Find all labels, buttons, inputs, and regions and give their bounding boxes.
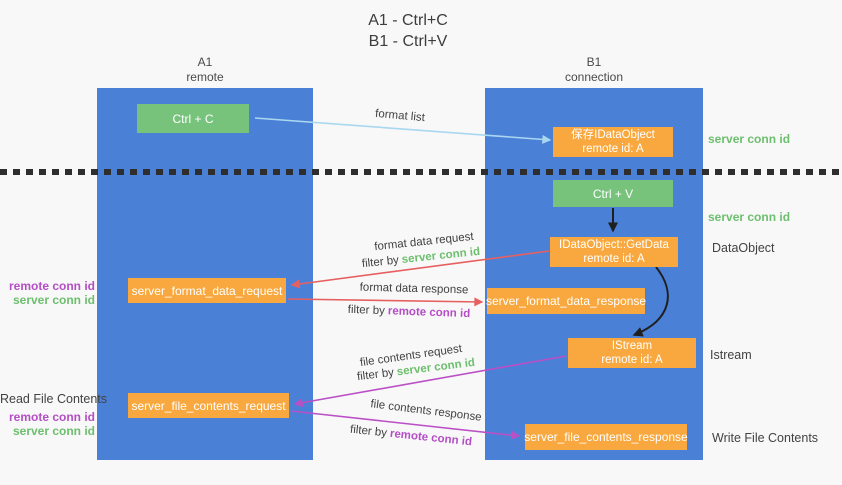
node-server-format-data-response: server_format_data_response [485, 288, 647, 314]
side-label-server-conn-id-top: server conn id [708, 132, 791, 146]
side-label-server-conn-id-file: server conn id [12, 424, 95, 438]
node-save-idataobject: 保存IDataObject remote id: A [553, 127, 673, 157]
node-istream-line1: IStream [611, 339, 653, 352]
lane-b1-subtitle: connection [564, 70, 624, 84]
side-label-remote-conn-id-file: remote conn id [8, 410, 95, 424]
arrow-getdata-istream [632, 266, 669, 337]
lane-header-b1: B1 connection [485, 55, 703, 85]
diagram-title-line1: A1 - Ctrl+C [368, 12, 448, 29]
diagram-title-line2: B1 - Ctrl+V [368, 33, 448, 51]
clipboard-boundary-divider [0, 169, 842, 175]
node-idataobject-getdata-line1: IDataObject::GetData [559, 238, 669, 251]
arrow-format-list [254, 117, 552, 144]
node-server-format-data-request-label: server_format_data_request [131, 283, 283, 298]
node-istream: IStream remote id: A [568, 338, 696, 368]
node-ctrl-c-label: Ctrl + C [172, 111, 214, 126]
diagram-title: A1 - Ctrl+C B1 - Ctrl+V [258, 10, 558, 52]
side-label-write-file-contents: Write File Contents [712, 431, 819, 445]
lane-b1-name: B1 [586, 55, 602, 69]
arrow-format-data-request [290, 250, 550, 289]
node-istream-line2: remote id: A [601, 354, 663, 366]
node-idataobject-getdata-line2: remote id: A [583, 253, 645, 265]
node-save-idataobject-line2: remote id: A [582, 143, 644, 155]
node-server-file-contents-response: server_file_contents_response [524, 424, 688, 450]
node-server-format-data-response-label: server_format_data_response [485, 294, 647, 308]
node-ctrl-v: Ctrl + V [553, 180, 673, 207]
filter-by-text: filter by [347, 303, 386, 318]
node-save-idataobject-line1: 保存IDataObject [571, 128, 655, 141]
node-server-file-contents-response-label: server_file_contents_response [524, 430, 688, 444]
lane-a1-name: A1 [197, 55, 213, 69]
side-label-dataobject: DataObject [712, 241, 775, 255]
lane-header-a1: A1 remote [97, 55, 313, 85]
side-label-istream: Istream [710, 348, 752, 362]
lane-a1-subtitle: remote [186, 70, 224, 84]
node-ctrl-v-label: Ctrl + V [592, 186, 634, 201]
node-server-file-contents-request-label: server_file_contents_request [131, 398, 286, 413]
side-label-server-conn-id-format: server conn id [12, 293, 95, 307]
node-ctrl-c: Ctrl + C [137, 104, 249, 133]
side-label-read-file-contents: Read File Contents [0, 392, 108, 406]
node-server-file-contents-request: server_file_contents_request [128, 393, 289, 418]
arrow-file-contents-request [293, 355, 567, 408]
node-server-format-data-request: server_format_data_request [128, 278, 286, 303]
side-label-remote-conn-id-format: remote conn id [8, 279, 95, 293]
node-idataobject-getdata: IDataObject::GetData remote id: A [550, 237, 678, 267]
arrow-format-data-response [287, 297, 484, 307]
arrow-file-contents-response [290, 410, 521, 440]
side-label-server-conn-id-mid: server conn id [708, 210, 791, 224]
